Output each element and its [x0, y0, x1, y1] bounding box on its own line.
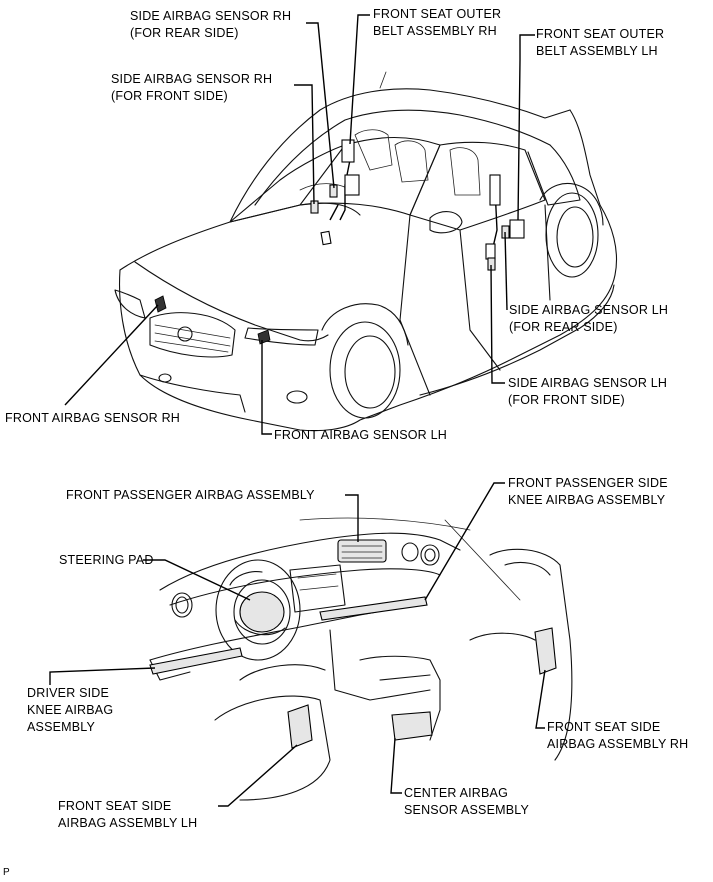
- labels-top: SIDE AIRBAG SENSOR RH (FOR REAR SIDE) SI…: [5, 7, 668, 442]
- label-front-seat-outer-belt-rh-sub: BELT ASSEMBLY RH: [373, 24, 497, 38]
- front-passenger-knee-airbag-part: [319, 596, 428, 621]
- label-front-seat-side-lh-sub: AIRBAG ASSEMBLY LH: [58, 816, 197, 830]
- label-side-airbag-sensor-rh-front-sub: (FOR FRONT SIDE): [111, 89, 228, 103]
- label-front-seat-outer-belt-lh: FRONT SEAT OUTER: [536, 27, 664, 41]
- label-front-passenger-airbag-assembly: FRONT PASSENGER AIRBAG ASSEMBLY: [66, 488, 315, 502]
- label-front-passenger-side-knee-sub: KNEE AIRBAG ASSEMBLY: [508, 493, 666, 507]
- label-side-airbag-sensor-rh-rear-sub: (FOR REAR SIDE): [130, 26, 239, 40]
- label-front-seat-outer-belt-lh-sub: BELT ASSEMBLY LH: [536, 44, 658, 58]
- label-center-airbag-sensor: CENTER AIRBAG: [404, 786, 508, 800]
- label-driver-side-knee-1: DRIVER SIDE: [27, 686, 109, 700]
- front-passenger-airbag-part: [337, 539, 387, 563]
- front-seat-side-airbag-lh-part: [287, 704, 313, 749]
- label-driver-side-knee-2: KNEE AIRBAG: [27, 703, 113, 717]
- front-airbag-sensor-lh-part: [257, 329, 271, 345]
- label-front-airbag-sensor-rh: FRONT AIRBAG SENSOR RH: [5, 411, 180, 425]
- label-front-seat-side-rh: FRONT SEAT SIDE: [547, 720, 660, 734]
- center-airbag-sensor-part: [391, 711, 433, 741]
- interior-illustration: [149, 517, 573, 801]
- front-airbag-sensor-rh-part: [154, 295, 167, 313]
- label-side-airbag-sensor-lh-rear: SIDE AIRBAG SENSOR LH: [509, 303, 668, 317]
- leader-lines-bottom: [49, 482, 546, 807]
- driver-knee-airbag-part: [149, 647, 243, 675]
- label-driver-side-knee-3: ASSEMBLY: [27, 720, 96, 734]
- label-steering-pad: STEERING PAD: [59, 553, 154, 567]
- label-side-airbag-sensor-rh-front: SIDE AIRBAG SENSOR RH: [111, 72, 272, 86]
- steering-pad-part: [239, 591, 285, 633]
- leader-lines-top: [64, 14, 535, 435]
- label-front-seat-side-rh-sub: AIRBAG ASSEMBLY RH: [547, 737, 688, 751]
- labels-bottom: FRONT PASSENGER AIRBAG ASSEMBLY FRONT PA…: [3, 476, 688, 878]
- front-seat-side-airbag-rh-part: [534, 627, 557, 675]
- label-side-airbag-sensor-rh-rear: SIDE AIRBAG SENSOR RH: [130, 9, 291, 23]
- label-front-seat-outer-belt-rh: FRONT SEAT OUTER: [373, 7, 501, 21]
- label-front-airbag-sensor-lh: FRONT AIRBAG SENSOR LH: [274, 428, 447, 442]
- corner-mark: P: [3, 867, 10, 878]
- label-side-airbag-sensor-lh-front-sub: (FOR FRONT SIDE): [508, 393, 625, 407]
- label-side-airbag-sensor-lh-rear-sub: (FOR REAR SIDE): [509, 320, 618, 334]
- label-front-seat-side-lh: FRONT SEAT SIDE: [58, 799, 171, 813]
- label-side-airbag-sensor-lh-front: SIDE AIRBAG SENSOR LH: [508, 376, 667, 390]
- label-center-airbag-sensor-sub: SENSOR ASSEMBLY: [404, 803, 529, 817]
- label-front-passenger-side-knee: FRONT PASSENGER SIDE: [508, 476, 668, 490]
